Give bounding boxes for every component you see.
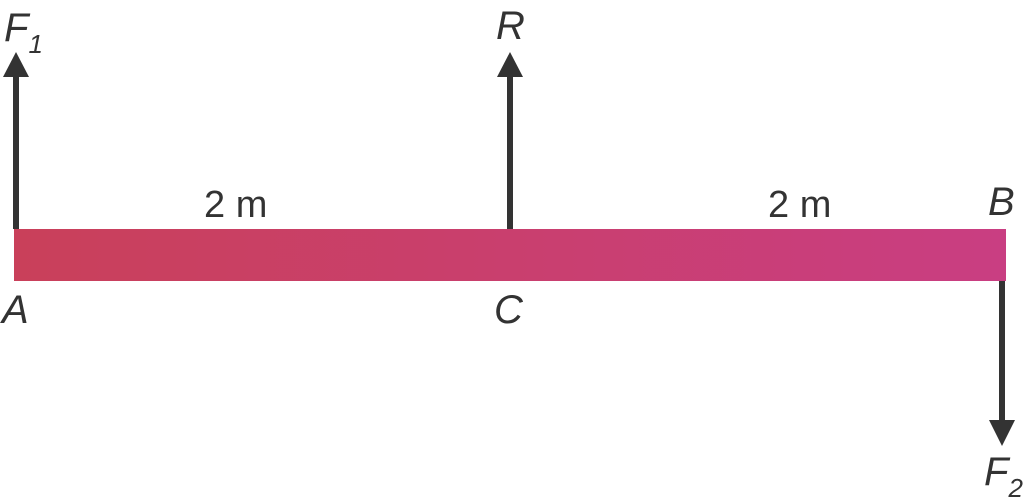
label-r: R: [496, 4, 525, 48]
label-f1: F1: [4, 8, 43, 57]
label-f2: F2: [984, 452, 1023, 501]
f1-symbol: F: [4, 6, 29, 50]
point-a: A: [2, 288, 29, 332]
f2-symbol: F: [984, 450, 1009, 494]
dimension-cb: 2 m: [768, 184, 832, 226]
point-c: C: [494, 288, 523, 332]
force-arrow-f2: [989, 281, 1015, 446]
force-arrow-f1: [3, 52, 29, 229]
f1-subscript: 1: [28, 29, 43, 59]
beam: [14, 229, 1006, 281]
point-b: B: [988, 180, 1015, 224]
force-arrow-r: [497, 52, 523, 229]
f2-subscript: 2: [1008, 473, 1023, 503]
dimension-ac: 2 m: [204, 184, 268, 226]
